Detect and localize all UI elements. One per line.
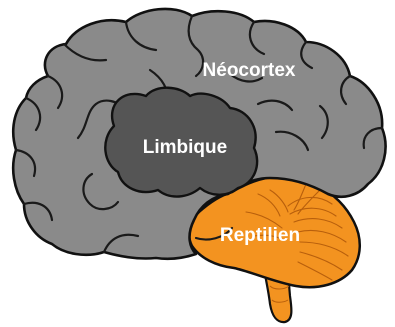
reptilian-label: Reptilien xyxy=(220,225,300,246)
neocortex-label: Néocortex xyxy=(203,60,296,81)
limbic-label: Limbique xyxy=(143,137,227,158)
